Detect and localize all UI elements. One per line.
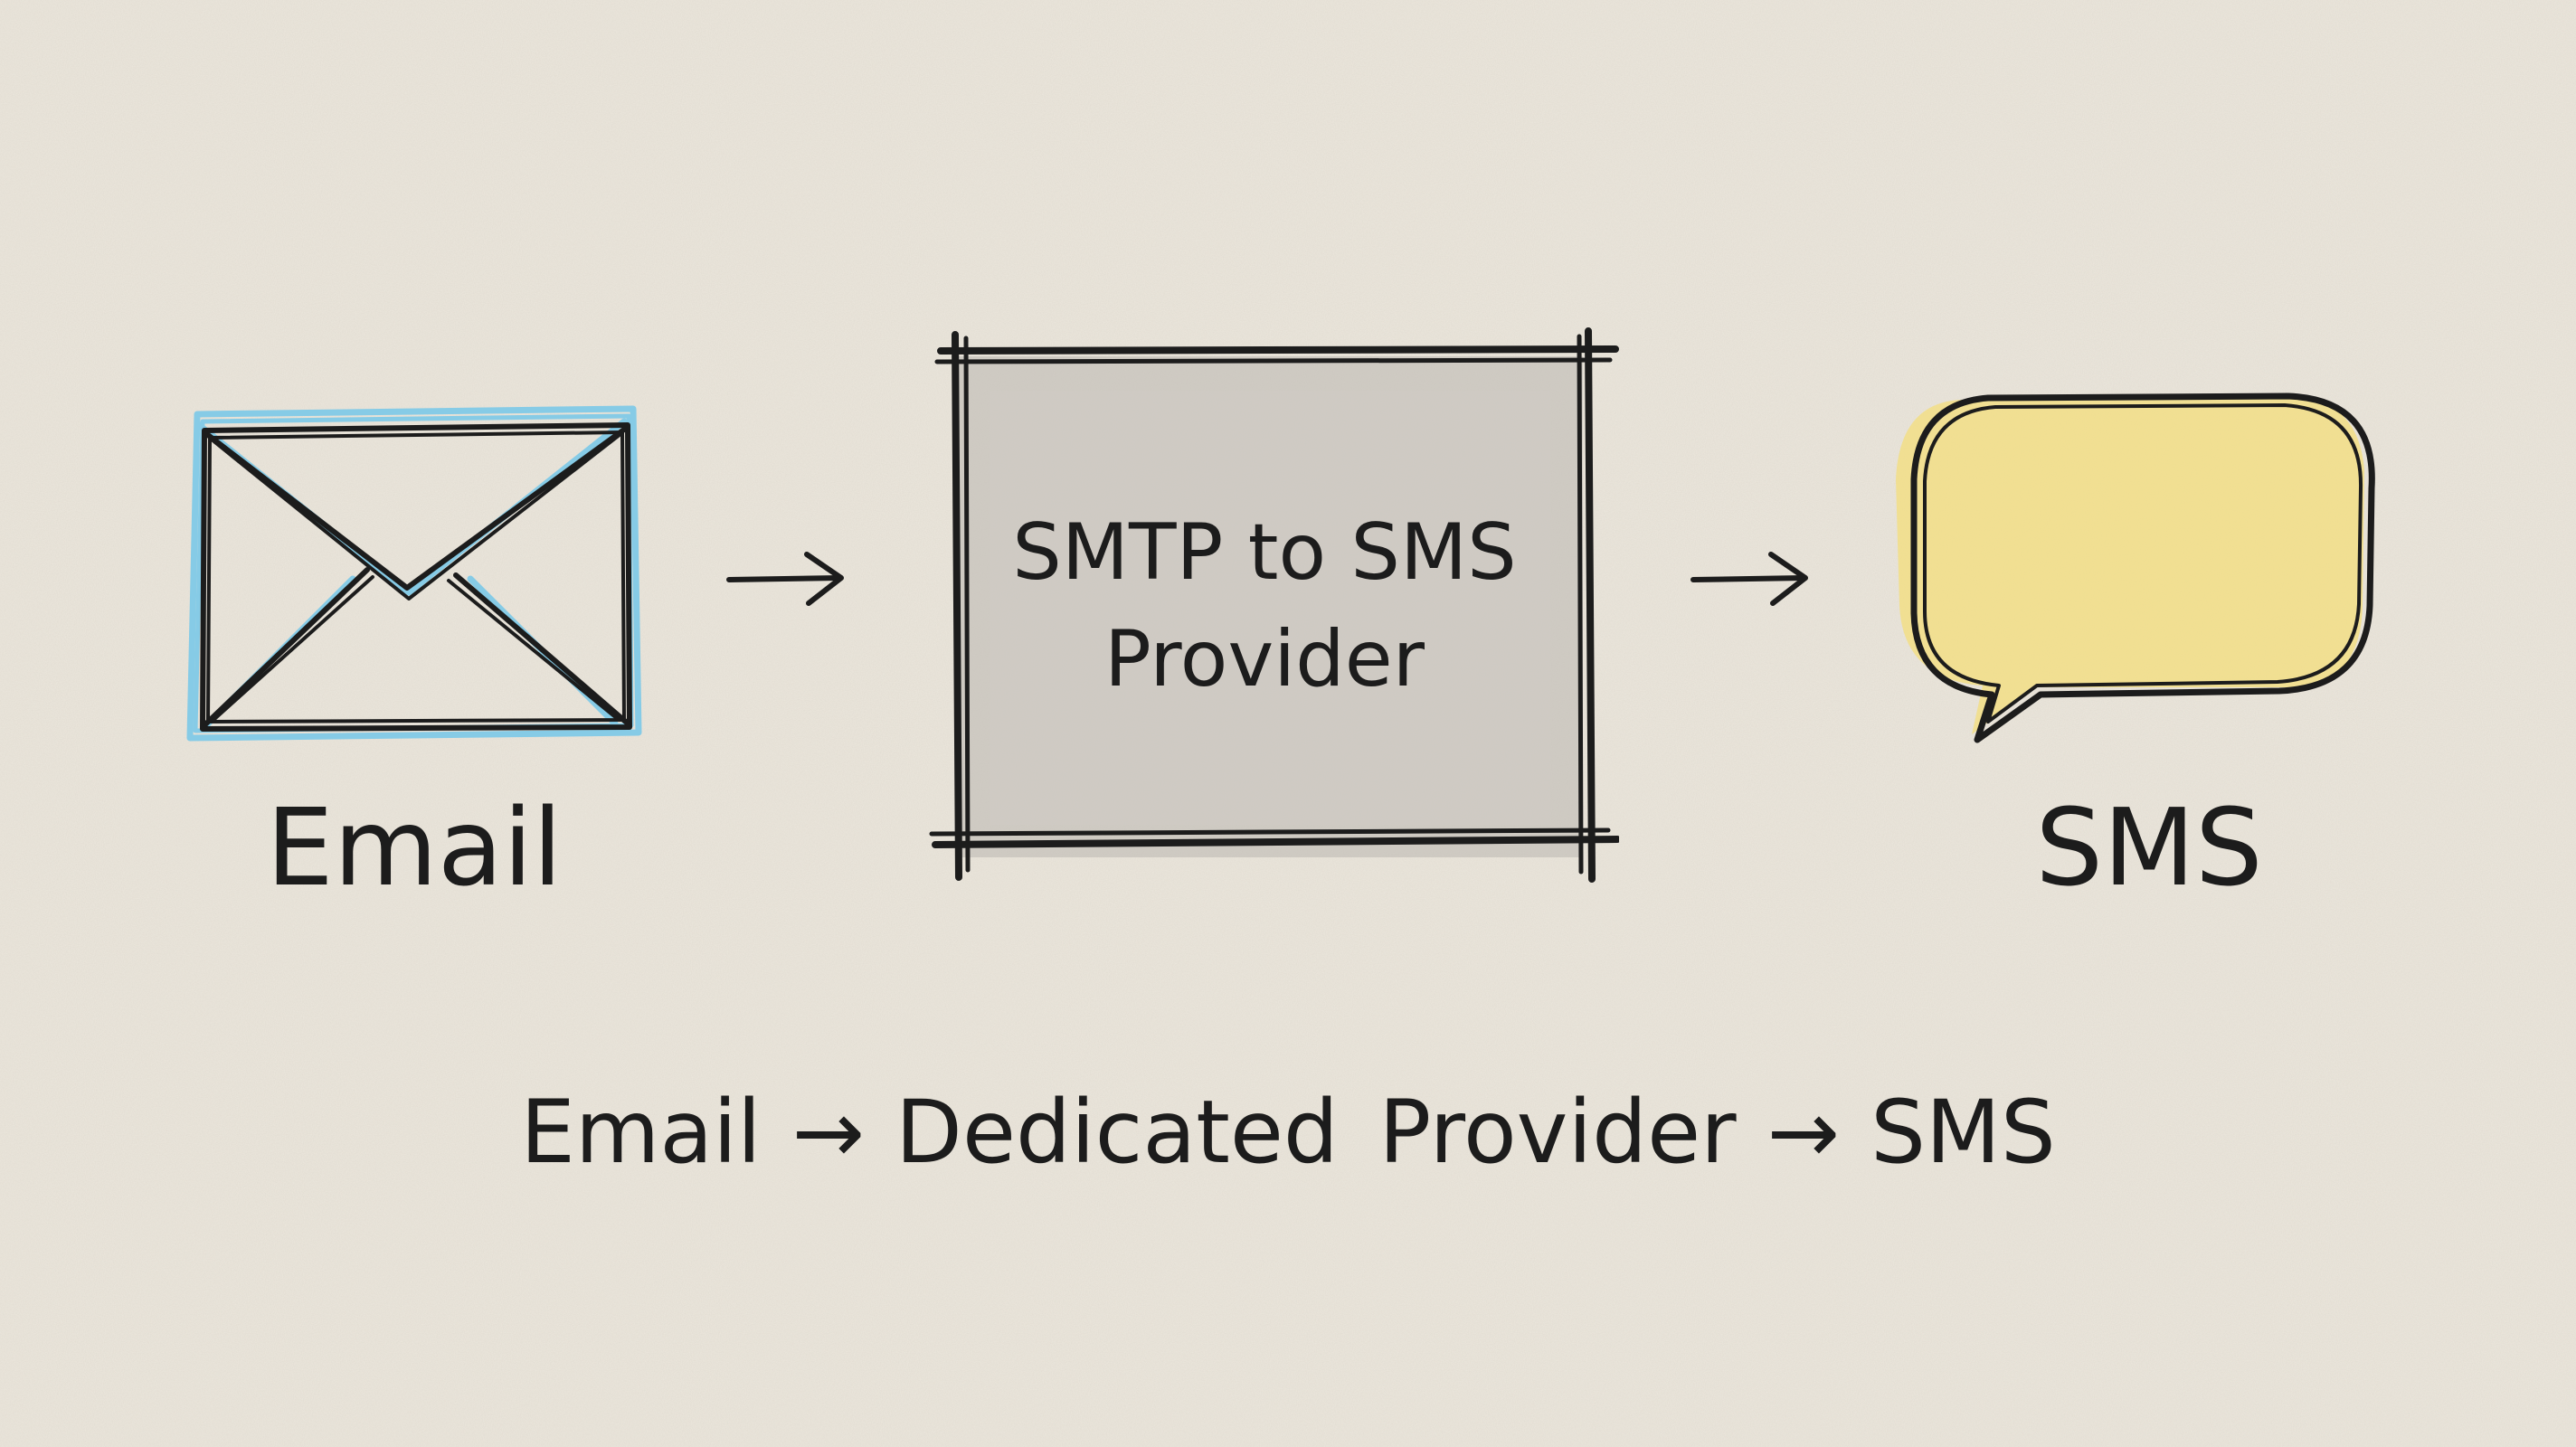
provider-label-line-2: Provider xyxy=(1103,614,1425,705)
caption-arrow-1: → xyxy=(791,1082,866,1183)
speech-bubble-icon xyxy=(1896,392,2375,743)
flow-caption: Email → Dedicated Provider → SMS xyxy=(520,1082,2056,1183)
caption-sms: SMS xyxy=(1870,1082,2056,1183)
sms-label: SMS xyxy=(2035,785,2263,910)
caption-provider: Dedicated Provider xyxy=(895,1082,1737,1183)
arrow-right-icon xyxy=(1690,552,1808,606)
provider-label-line-1: SMTP to SMS xyxy=(1012,507,1517,598)
caption-arrow-2: → xyxy=(1766,1082,1841,1183)
provider-box xyxy=(929,327,1619,883)
arrow-right-icon xyxy=(726,552,844,606)
caption-email: Email xyxy=(520,1082,762,1183)
email-label: Email xyxy=(266,785,563,910)
envelope-icon xyxy=(186,405,642,742)
provider-label: SMTP to SMS Provider xyxy=(948,499,1581,713)
